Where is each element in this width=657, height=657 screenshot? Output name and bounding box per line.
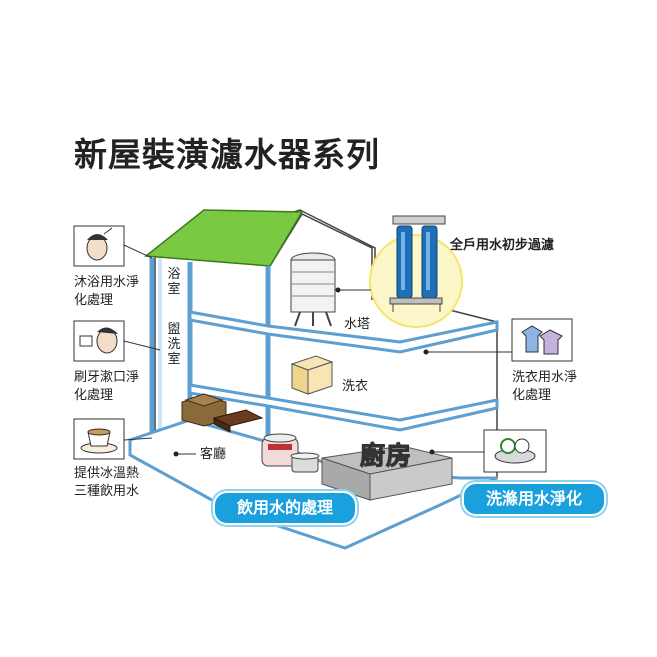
label-washroom: 盥洗室: [167, 322, 181, 367]
leader-dots: [173, 287, 435, 457]
laundry-box: [290, 355, 334, 395]
rice-cooker: [261, 433, 299, 467]
water-tank: [290, 252, 336, 327]
whole-house-filter: [389, 215, 446, 312]
floor-slabs: [128, 310, 499, 550]
filter-highlight: [369, 234, 463, 328]
label-whole-house-filter: 全戶用水初步過濾: [450, 238, 555, 253]
page-title: 新屋裝潢濾水器系列: [74, 135, 380, 174]
label-bathroom: 浴室: [167, 267, 181, 297]
roof: [144, 209, 304, 267]
kitchen-counter: [321, 445, 453, 501]
pill-washing-water: 洗滌用水淨化: [462, 482, 606, 516]
pill-drinking-water: 飲用水的處理: [213, 491, 357, 525]
caption-clothes: 洗衣用水淨化處理: [512, 370, 578, 403]
leader-lines: [123, 244, 512, 455]
label-laundry: 洗衣: [342, 379, 369, 394]
icon-box-tooth: [73, 320, 125, 362]
label-water-tower: 水塔: [344, 317, 371, 332]
icon-box-dishes: [483, 429, 547, 473]
label-kitchen: 廚房: [359, 441, 413, 471]
pot: [290, 452, 320, 473]
caption-shower: 沐浴用水淨化處理: [74, 275, 140, 308]
coffee-table: [212, 409, 264, 433]
caption-tooth: 刷牙漱口淨化處理: [74, 370, 140, 403]
icon-box-clothes: [511, 318, 573, 362]
label-living-room: 客廳: [200, 447, 227, 462]
icon-box-cup: [73, 418, 125, 460]
icon-box-shower: [73, 225, 125, 267]
caption-drink: 提供冰溫熱三種飲用水: [74, 466, 140, 499]
